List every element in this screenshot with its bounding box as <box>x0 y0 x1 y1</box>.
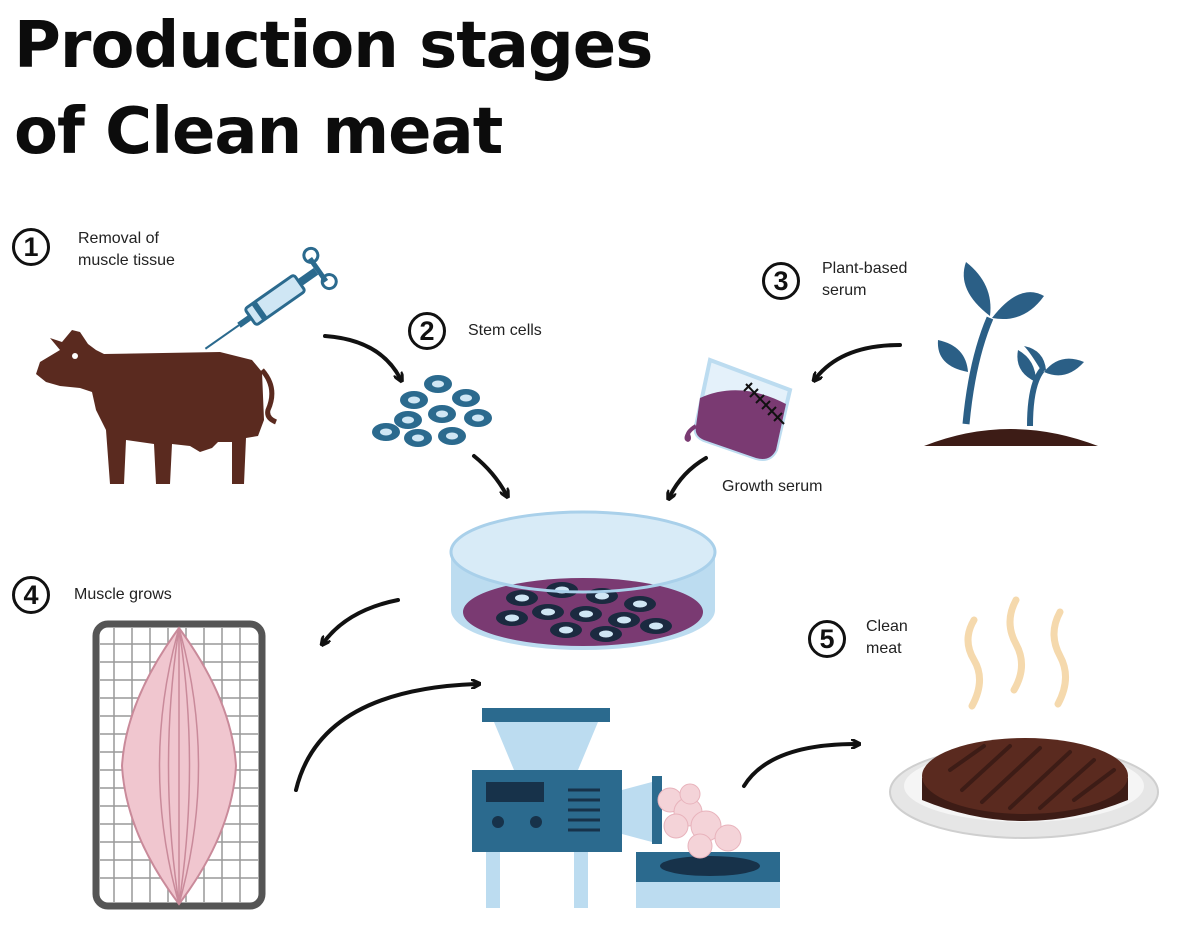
arrow-muscle-to-grinder <box>294 684 476 792</box>
step-5-label-line-1: Clean <box>866 618 908 635</box>
step-1-label: Removal of muscle tissue <box>78 228 175 272</box>
petri-dish-icon <box>449 510 717 650</box>
step-3-label-line-1: Plant-based <box>822 260 908 277</box>
arrow-syringe-to-cells <box>323 334 400 378</box>
step-1-label-line-2: muscle tissue <box>78 252 175 269</box>
step-2-number: 2 <box>408 312 446 350</box>
step-2-label: Stem cells <box>468 322 542 339</box>
stem-cells-icon <box>372 375 492 447</box>
plant-icon <box>924 262 1098 446</box>
step-4-label: Muscle grows <box>74 586 172 603</box>
arrow-cells-to-dish <box>472 454 506 494</box>
step-1-label-line-1: Removal of <box>78 230 159 247</box>
step-3-number: 3 <box>762 262 800 300</box>
syringe-icon <box>204 246 338 350</box>
meat-grinder-icon <box>472 708 780 908</box>
step-3-label-line-2: serum <box>822 282 867 299</box>
arrow-dish-to-muscle <box>324 598 400 642</box>
step-5-label-line-2: meat <box>866 640 902 657</box>
page-title-line-2: of Clean meat <box>14 95 503 169</box>
arrow-beaker-to-dish <box>670 456 708 496</box>
step-3-label: Plant-based serum <box>822 258 907 302</box>
step-5-label: Clean meat <box>866 616 908 660</box>
growth-serum-beaker-icon <box>684 357 793 461</box>
step-4-number: 4 <box>12 576 50 614</box>
clean-meat-patty-icon <box>889 596 1159 839</box>
step-1-number: 1 <box>12 228 50 266</box>
cow-icon <box>36 330 278 484</box>
flow-arrows <box>294 334 902 792</box>
muscle-grid-icon <box>92 620 266 910</box>
page-title-line-1: Production stages <box>14 9 653 83</box>
step-5-number: 5 <box>808 620 846 658</box>
growth-serum-caption: Growth serum <box>722 478 823 495</box>
arrow-grinder-to-patty <box>742 744 856 788</box>
arrow-plant-to-beaker <box>816 343 902 378</box>
